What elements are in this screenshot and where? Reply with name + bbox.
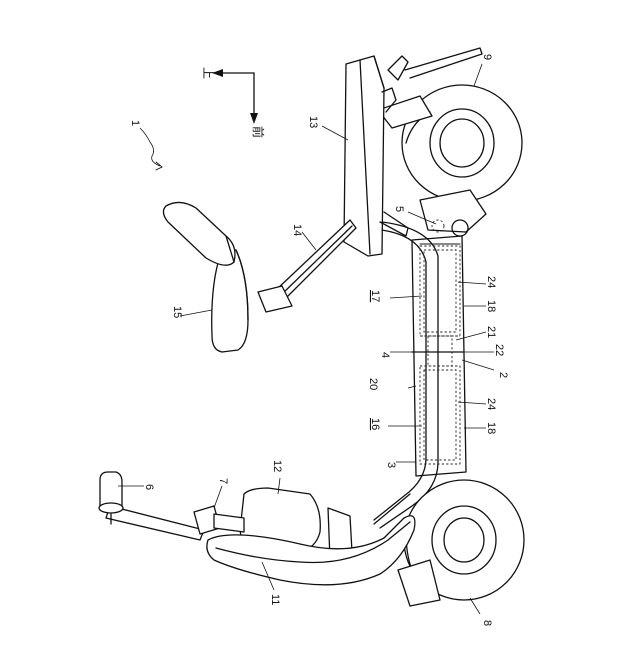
ref-17: 17: [369, 290, 381, 302]
ref-18-front: 18: [485, 422, 497, 434]
ref-7: 7: [217, 478, 229, 484]
ref-24-front: 24: [485, 398, 497, 410]
ref-6: 6: [143, 484, 155, 490]
direction-indicator: 上 前: [201, 67, 266, 138]
direction-up-label: 上: [201, 67, 215, 79]
leader-1: [140, 128, 160, 166]
ref-13: 13: [307, 116, 319, 128]
ref-9: 9: [481, 54, 493, 60]
ref-20: 20: [367, 378, 379, 390]
ref-2: 2: [497, 372, 509, 378]
ref-22: 22: [493, 344, 505, 356]
ref-18-rear: 18: [485, 300, 497, 312]
front-wheel: [398, 480, 524, 606]
ref-11: 11: [269, 594, 281, 605]
front-body: [207, 488, 415, 585]
direction-front-label: 前: [251, 126, 266, 138]
ref-14: 14: [291, 224, 303, 236]
ref-3: 3: [385, 462, 397, 468]
ref-16: 16: [369, 418, 381, 430]
ref-1: 1: [129, 120, 141, 126]
ref-24-rear: 24: [485, 276, 497, 288]
ref-21: 21: [485, 326, 497, 338]
seat: [163, 202, 248, 352]
ref-5: 5: [393, 206, 405, 212]
ref-4: 4: [379, 352, 391, 358]
ref-12: 12: [271, 460, 283, 472]
ref-8: 8: [481, 620, 493, 626]
seat-post: [258, 220, 356, 312]
ref-15: 15: [171, 306, 183, 318]
